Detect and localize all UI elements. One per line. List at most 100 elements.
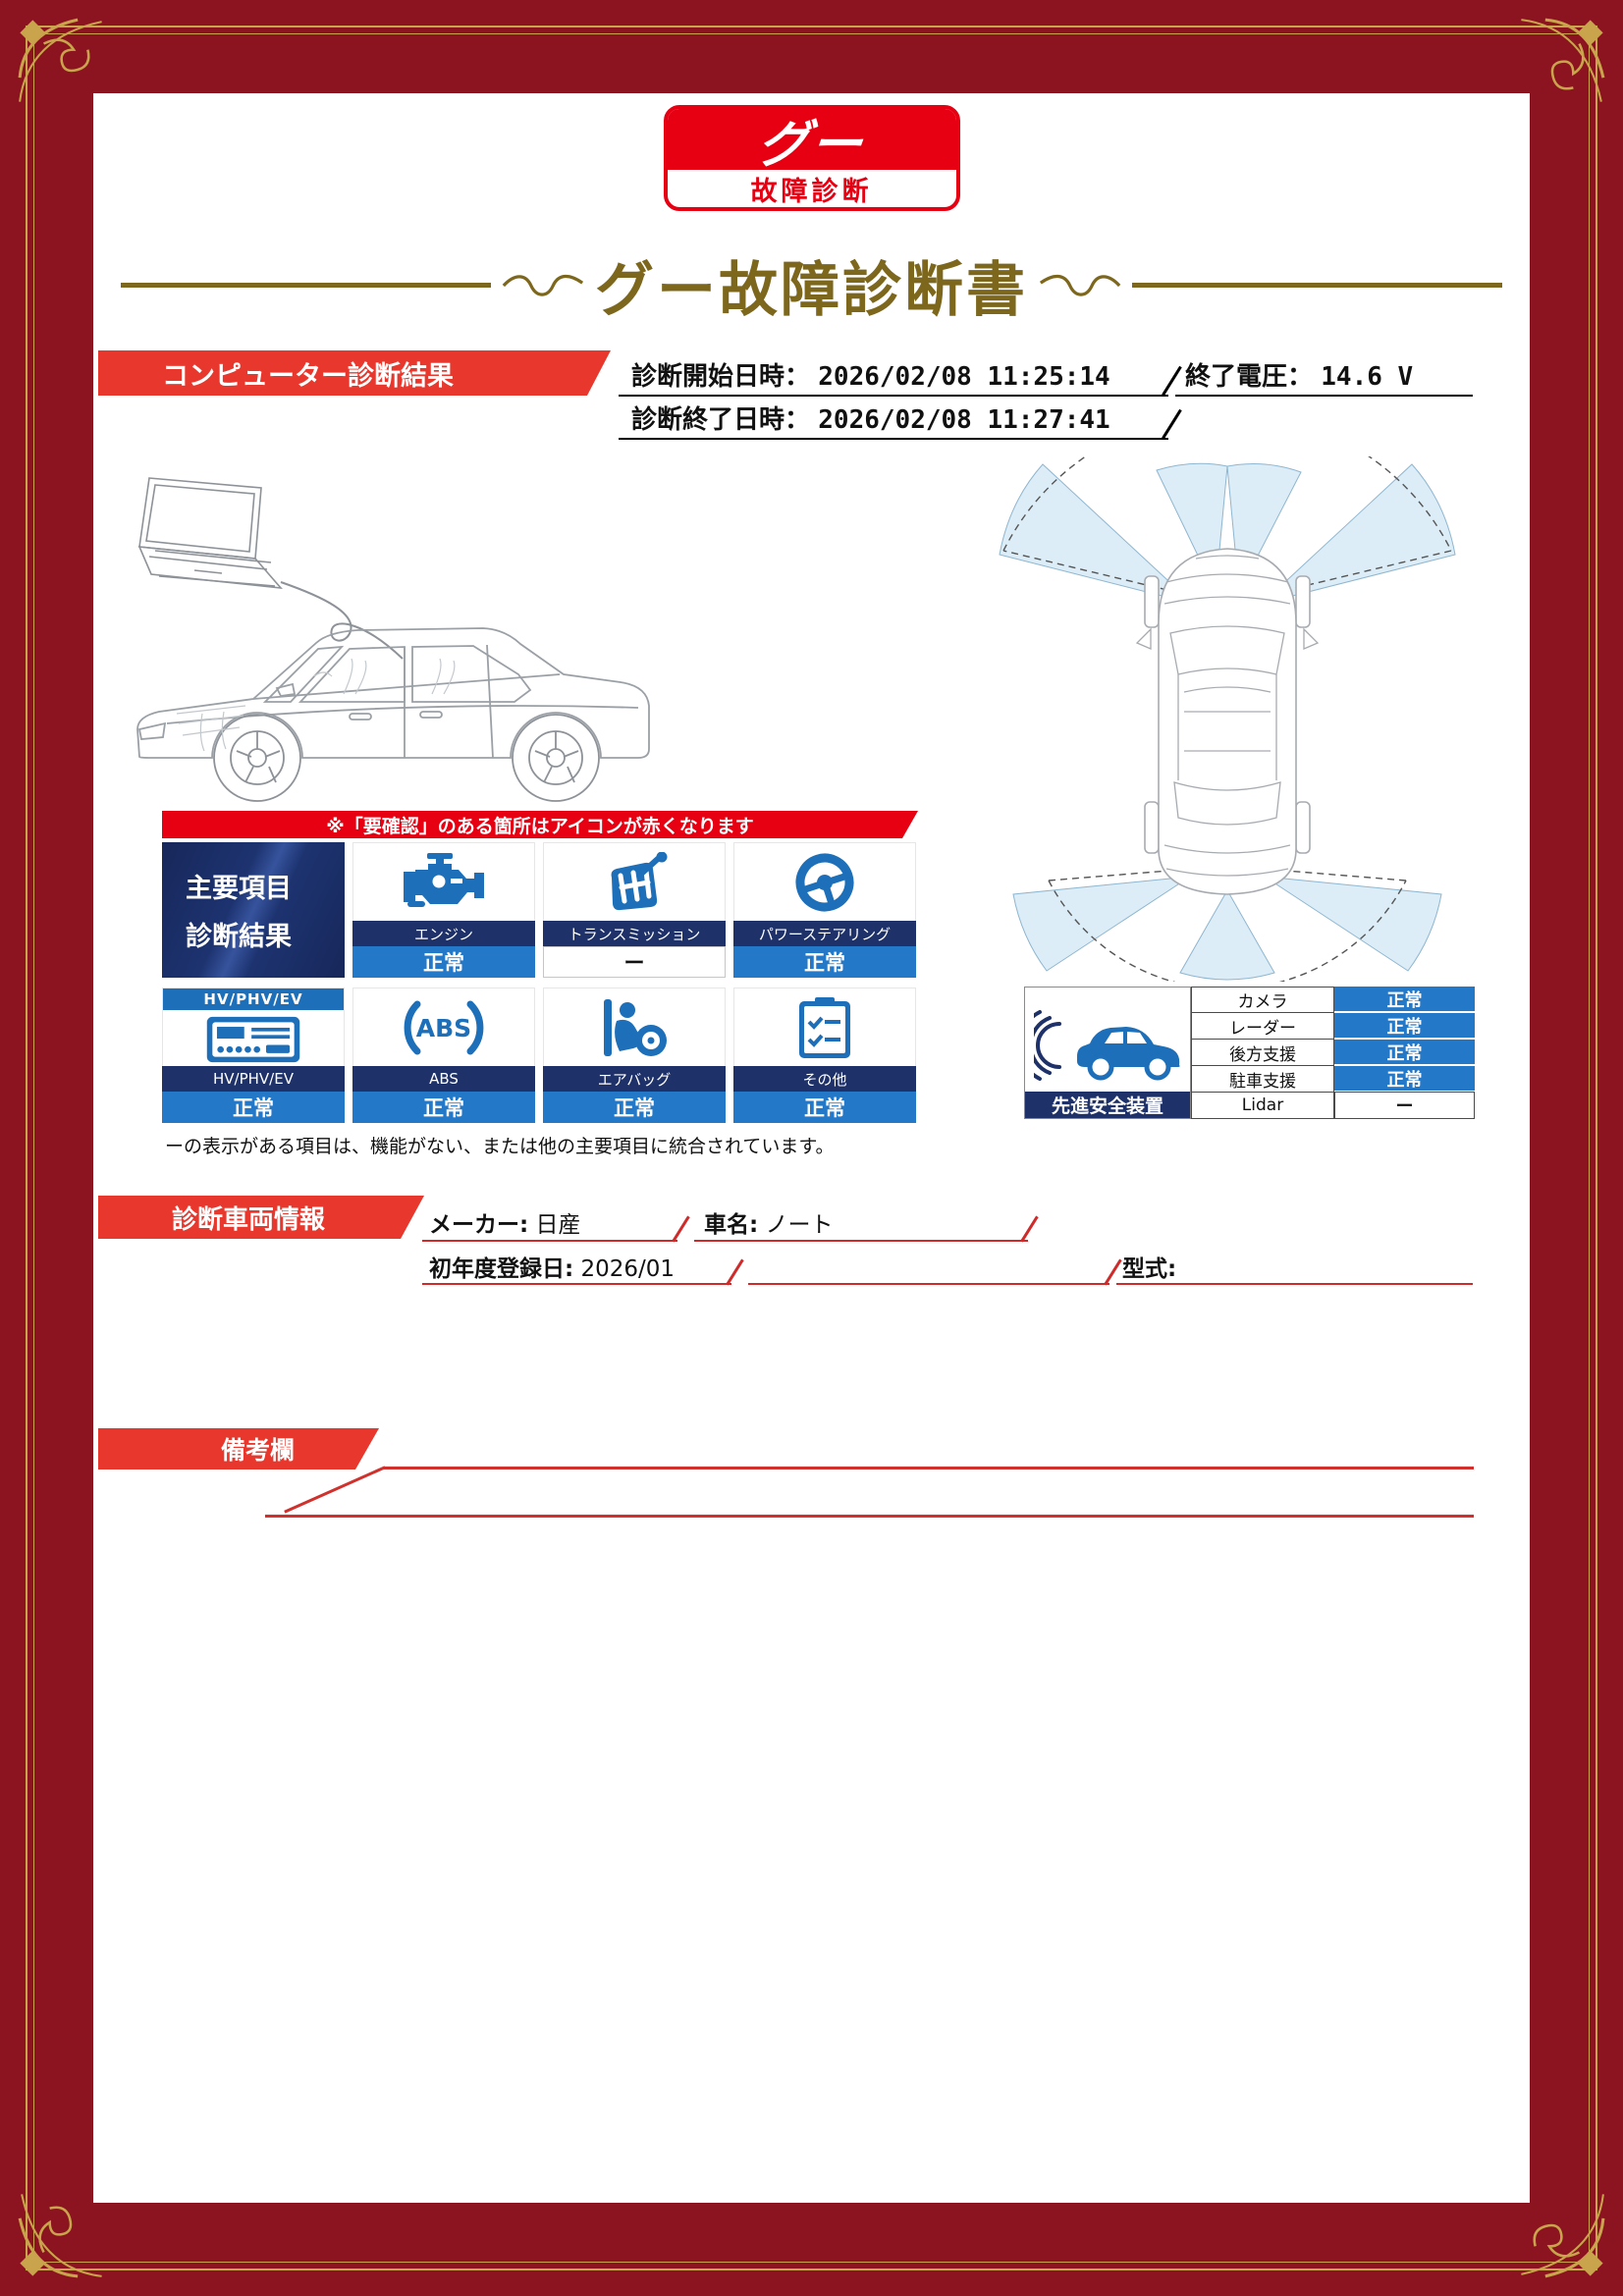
safety-row-label: 後方支援 bbox=[1191, 1039, 1334, 1066]
form-underline bbox=[619, 395, 1168, 397]
section-computer-diagnosis-banner: コンピューター診断結果 bbox=[98, 350, 611, 396]
safety-row-status: 正常 bbox=[1334, 1040, 1475, 1066]
vehicle-maker-value: 日産 bbox=[535, 1212, 581, 1238]
safety-row-status: 正常 bbox=[1334, 1066, 1475, 1093]
steering-wheel-icon bbox=[795, 853, 854, 911]
report-title-row: グー故障診断書 bbox=[121, 242, 1502, 328]
form-underline bbox=[748, 1283, 1109, 1285]
title-line-right bbox=[1132, 283, 1502, 288]
title-flourish-left-icon bbox=[502, 274, 584, 296]
remarks-line bbox=[265, 1515, 1474, 1518]
form-slash bbox=[1162, 408, 1182, 440]
diagnosis-start-label: 診断開始日時： bbox=[631, 362, 811, 392]
diagnosis-item-airbag: エアバッグ 正常 bbox=[543, 988, 726, 1123]
form-underline bbox=[1116, 1283, 1473, 1285]
diagnosis-start-field: 診断開始日時： 2026/02/08 11:25:14 bbox=[631, 356, 1110, 393]
corner-flourish-bottom-left bbox=[18, 2194, 102, 2278]
report-page: グー 故障診断 グー故障診断書 コンピューター診断結果 診断開始日時： 2026… bbox=[93, 93, 1530, 2203]
diagnosis-item-label: その他 bbox=[733, 1066, 916, 1092]
section-computer-diagnosis-title: コンピューター診断結果 bbox=[162, 360, 454, 392]
safety-row-lidar: Lidar ー bbox=[1191, 1092, 1475, 1119]
safety-row-label: レーダー bbox=[1191, 1012, 1334, 1040]
title-line-left bbox=[121, 283, 491, 288]
title-flourish-right-icon bbox=[1039, 274, 1121, 296]
corner-flourish-top-left bbox=[18, 18, 102, 102]
diagnosis-item-label: トランスミッション bbox=[543, 921, 726, 946]
airbag-icon bbox=[604, 998, 667, 1056]
vehicle-model-field: 型式: bbox=[1122, 1250, 1176, 1283]
section-remarks-title: 備考欄 bbox=[221, 1436, 296, 1465]
diagnosis-end-value: 2026/02/08 11:27:41 bbox=[818, 405, 1110, 435]
section-vehicle-info-title: 診断車両情報 bbox=[172, 1204, 326, 1235]
page-title: グー故障診断書 bbox=[595, 256, 1028, 325]
diagnosis-item-status: 正常 bbox=[352, 1092, 535, 1123]
end-voltage-field: 終了電圧： 14.6 V bbox=[1185, 356, 1413, 393]
vehicle-first-registration-value: 2026/01 bbox=[580, 1256, 676, 1282]
corner-flourish-bottom-right bbox=[1521, 2194, 1605, 2278]
safety-row-camera: カメラ 正常 bbox=[1191, 987, 1475, 1013]
diagnosis-item-label: HV/PHV/EV bbox=[162, 1066, 345, 1092]
diagnosis-item-status: 正常 bbox=[162, 1092, 345, 1123]
diagnosis-item-label: ABS bbox=[352, 1066, 535, 1092]
diagnosis-item-power-steering: パワーステアリング 正常 bbox=[733, 842, 916, 978]
diagnosis-item-status: 正常 bbox=[543, 1092, 726, 1123]
remarks-line bbox=[384, 1467, 1474, 1469]
diagnosis-end-label: 診断終了日時： bbox=[631, 405, 811, 435]
car-sensor-icon bbox=[1034, 1010, 1180, 1081]
diagnosis-item-status: 正常 bbox=[352, 946, 535, 978]
svg-text:ABS: ABS bbox=[416, 1014, 471, 1042]
form-slash bbox=[1104, 1258, 1122, 1286]
engine-icon bbox=[404, 852, 484, 907]
form-slash bbox=[1162, 365, 1182, 397]
diagnosis-end-field: 診断終了日時： 2026/02/08 11:27:41 bbox=[631, 400, 1110, 436]
advanced-safety-title: 先進安全装置 bbox=[1025, 1092, 1190, 1118]
safety-row-status: 正常 bbox=[1334, 1013, 1475, 1040]
obd-laptop-car-illustration bbox=[136, 477, 650, 802]
goo-logo-brand: グー bbox=[667, 109, 956, 175]
checklist-icon-area bbox=[733, 988, 916, 1066]
checklist-icon bbox=[799, 996, 850, 1058]
goo-logo: グー 故障診断 bbox=[663, 105, 960, 211]
safety-row-parking-support: 駐車支援 正常 bbox=[1191, 1065, 1475, 1093]
diagnosis-item-label: パワーステアリング bbox=[733, 921, 916, 946]
dash-explanation-footnote: ーの表示がある項目は、機能がない、または他の主要項目に統合されています。 bbox=[165, 1136, 835, 1157]
safety-row-label: Lidar bbox=[1191, 1092, 1334, 1119]
diagnosis-start-value: 2026/02/08 11:25:14 bbox=[818, 362, 1110, 392]
vehicle-model-label: 型式: bbox=[1122, 1256, 1177, 1282]
diagnosis-item-engine: エンジン 正常 bbox=[352, 842, 535, 978]
form-underline bbox=[422, 1240, 677, 1242]
vehicle-first-registration-field: 初年度登録日: 2026/01 bbox=[429, 1250, 675, 1283]
vehicle-maker-label: メーカー: bbox=[429, 1212, 529, 1238]
sensor-coverage-illustration bbox=[999, 456, 1456, 982]
abs-icon-area: ABS bbox=[352, 988, 535, 1066]
vehicle-maker-field: メーカー: 日産 bbox=[429, 1205, 581, 1239]
advanced-safety-table: 先進安全装置 カメラ 正常 レーダー 正常 後方支援 正常 駐車支援 正常 Li… bbox=[1024, 987, 1475, 1119]
diagnosis-item-status: 正常 bbox=[733, 946, 916, 978]
diagnosis-item-abs: ABS ABS 正常 bbox=[352, 988, 535, 1123]
safety-row-status: 正常 bbox=[1334, 987, 1475, 1013]
vehicle-name-label: 車名: bbox=[704, 1212, 759, 1238]
airbag-icon-area bbox=[543, 988, 726, 1066]
main-diagnosis-header-line2: 診断結果 bbox=[186, 922, 292, 952]
vehicle-name-field: 車名: ノート bbox=[704, 1205, 834, 1239]
abs-icon: ABS bbox=[404, 1000, 484, 1054]
safety-row-label: カメラ bbox=[1191, 987, 1334, 1013]
section-remarks-banner: 備考欄 bbox=[98, 1428, 379, 1469]
red-alert-notice: ※「要確認」のある箇所はアイコンが赤くなります bbox=[162, 811, 918, 838]
safety-row-status: ー bbox=[1334, 1092, 1475, 1119]
advanced-safety-icon-cell: 先進安全装置 bbox=[1024, 987, 1191, 1119]
goo-logo-subtitle-text: 故障診断 bbox=[750, 176, 873, 207]
safety-row-label: 駐車支援 bbox=[1191, 1065, 1334, 1093]
car-sensor-icon-area bbox=[1025, 988, 1190, 1092]
safety-row-rear-support: 後方支援 正常 bbox=[1191, 1039, 1475, 1066]
section-vehicle-info-banner: 診断車両情報 bbox=[98, 1196, 424, 1239]
diagnosis-item-transmission: トランスミッション ー bbox=[543, 842, 726, 978]
end-voltage-value: 14.6 V bbox=[1321, 362, 1414, 392]
form-underline bbox=[422, 1283, 731, 1285]
vehicle-first-registration-label: 初年度登録日: bbox=[429, 1256, 574, 1282]
ev-meter-screen-text: HV/PHV/EV bbox=[163, 988, 344, 1010]
goo-logo-subtitle: 故障診断 bbox=[668, 170, 956, 207]
main-diagnosis-header-line1: 主要項目 bbox=[186, 874, 292, 904]
vehicle-name-value: ノート bbox=[765, 1212, 834, 1238]
red-alert-notice-text: ※「要確認」のある箇所はアイコンが赤くなります bbox=[326, 815, 754, 837]
